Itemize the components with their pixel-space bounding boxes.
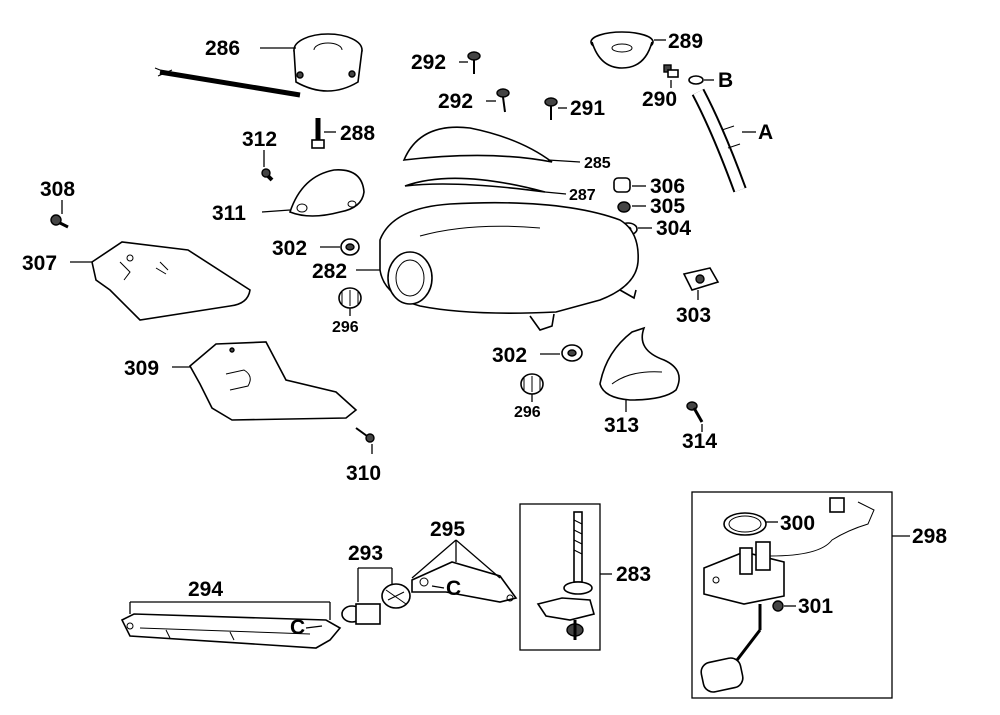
part-282-fuel-tank (379, 201, 639, 331)
label-295: 295 (430, 518, 465, 541)
label-307: 307 (22, 252, 57, 275)
part-310-screw (355, 427, 375, 443)
part-303-clip-nut (682, 267, 720, 291)
part-313-rear-cover (599, 326, 680, 401)
part-302-grommet-upper (340, 238, 360, 256)
label-305: 305 (650, 195, 685, 218)
part-308-screw (50, 214, 69, 229)
label-304: 304 (656, 217, 691, 240)
label-313: 313 (604, 414, 639, 437)
label-288: 288 (340, 122, 375, 145)
part-296-rubber-lower (520, 373, 544, 395)
part-306-rubber (613, 177, 631, 193)
label-285: 285 (584, 155, 611, 172)
part-301-nut (772, 600, 784, 612)
part-305-nut (617, 201, 631, 213)
part-314-screw (686, 401, 704, 423)
part-288-bolt (311, 118, 325, 149)
label-296-lower: 296 (514, 404, 541, 421)
part-298-fuel-sender (700, 497, 875, 693)
part-302-grommet-lower (561, 344, 583, 362)
label-310: 310 (346, 462, 381, 485)
label-306: 306 (650, 175, 685, 198)
part-292-screw-mid (496, 88, 510, 113)
label-C-right: C (446, 577, 461, 600)
label-B: B (718, 69, 733, 92)
label-300: 300 (780, 512, 815, 535)
label-293: 293 (348, 542, 383, 565)
label-303: 303 (676, 304, 711, 327)
part-283-fuel-cock (536, 511, 595, 640)
label-294: 294 (188, 578, 223, 601)
label-296-upper: 296 (332, 319, 359, 336)
part-B-ring (688, 75, 704, 85)
part-292-screw-top (467, 51, 481, 74)
label-282: 282 (312, 260, 347, 283)
part-290-clip (663, 64, 679, 78)
label-314: 314 (682, 430, 717, 453)
label-292-top: 292 (411, 51, 446, 74)
label-302-upper: 302 (272, 237, 307, 260)
part-296-rubber-upper (338, 287, 362, 309)
label-309: 309 (124, 357, 159, 380)
label-A: A (758, 121, 773, 144)
label-292-mid: 292 (438, 90, 473, 113)
part-285-cover (402, 126, 553, 163)
part-287-gasket (404, 177, 546, 193)
label-308: 308 (40, 178, 75, 201)
label-311: 311 (212, 202, 246, 225)
label-287: 287 (569, 187, 596, 204)
part-293-fuel-filter (341, 583, 411, 625)
label-289: 289 (668, 30, 703, 53)
part-300-o-ring (723, 512, 767, 536)
part-307-side-panel (91, 241, 251, 321)
box-283 (519, 503, 601, 651)
box-298 (691, 491, 893, 699)
label-298: 298 (912, 525, 947, 548)
part-289-filler-cup (590, 31, 654, 69)
label-C-left: C (290, 616, 305, 639)
label-291: 291 (570, 97, 605, 120)
label-302-lower: 302 (492, 344, 527, 367)
part-291-screw (544, 97, 558, 120)
part-311-bracket (289, 169, 365, 217)
part-312-screw (261, 168, 274, 182)
part-295-hose (411, 561, 518, 603)
part-309-lower-panel (188, 341, 358, 421)
part-286-gauge (154, 33, 363, 98)
label-283: 283 (616, 563, 651, 586)
label-286: 286 (205, 37, 240, 60)
label-301: 301 (798, 595, 833, 618)
part-294-hose (120, 613, 342, 649)
label-312: 312 (242, 128, 277, 151)
part-A-hose (691, 88, 747, 193)
label-290: 290 (642, 88, 677, 111)
